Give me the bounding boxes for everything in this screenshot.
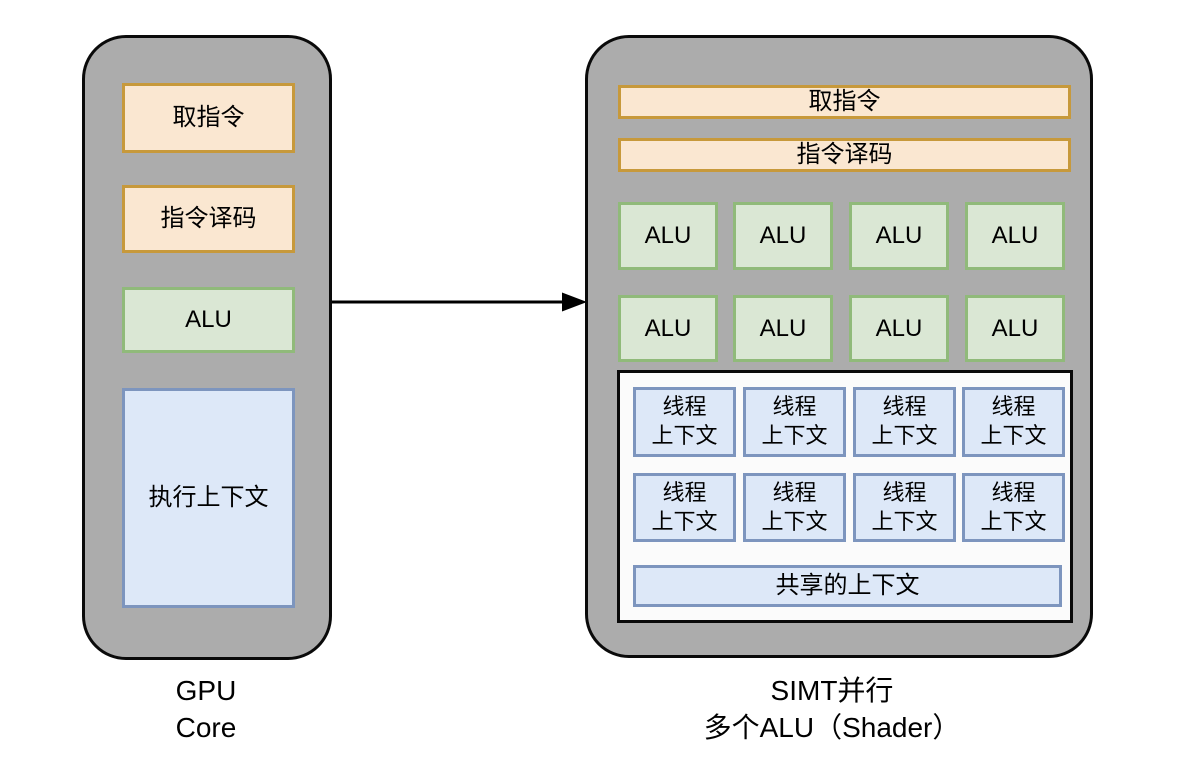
- thread-context-line2: 上下文: [871, 423, 938, 448]
- thread-context-line2: 上下文: [980, 508, 1047, 534]
- simt-context-container: 线程 上下文 线程 上下文 线程 上下文 线程 上下文 线程 上下文 线程 上下…: [617, 370, 1073, 623]
- simt-alu-label: ALU: [759, 314, 807, 342]
- gpu-core-panel: 取指令 指令译码 ALU 执行上下文: [82, 35, 332, 660]
- simt-caption-line1: SIMT并行: [770, 675, 894, 706]
- simt-fetch-box: 取指令: [618, 85, 1071, 119]
- gpu-core-exec-context-label: 执行上下文: [148, 484, 269, 511]
- simt-caption: SIMT并行 多个ALU（Shader）: [622, 672, 1042, 746]
- thread-context-line1: 线程: [882, 479, 927, 505]
- thread-context-line2: 上下文: [651, 508, 718, 534]
- simt-alu-label: ALU: [644, 222, 692, 249]
- simt-alu-box-6: ALU: [733, 295, 833, 362]
- simt-alu-label: ALU: [759, 222, 807, 249]
- thread-context-line1: 线程: [772, 479, 817, 505]
- gpu-core-caption-line2: Core: [175, 712, 237, 743]
- thread-context-box-6: 线程 上下文: [743, 473, 846, 542]
- gpu-core-fetch-label: 取指令: [172, 104, 245, 131]
- simt-alu-box-7: ALU: [849, 295, 949, 362]
- thread-context-box-2: 线程 上下文: [743, 387, 846, 457]
- thread-context-line1: 线程: [882, 394, 927, 420]
- simt-alu-label: ALU: [875, 222, 923, 249]
- simt-fetch-label: 取指令: [808, 88, 881, 115]
- thread-context-box-1: 线程 上下文: [633, 387, 736, 457]
- simt-decode-box: 指令译码: [618, 138, 1071, 172]
- thread-context-line2: 上下文: [871, 508, 938, 534]
- thread-context-box-5: 线程 上下文: [633, 473, 736, 542]
- thread-context-line1: 线程: [772, 394, 817, 420]
- thread-context-line2: 上下文: [761, 423, 828, 448]
- gpu-core-caption-line1: GPU: [175, 675, 237, 706]
- thread-context-box-4: 线程 上下文: [962, 387, 1065, 457]
- thread-context-line1: 线程: [662, 479, 707, 505]
- gpu-core-decode-box: 指令译码: [122, 185, 295, 253]
- thread-context-box-8: 线程 上下文: [962, 473, 1065, 542]
- arrow-right-icon: [332, 292, 587, 312]
- thread-context-box-7: 线程 上下文: [853, 473, 956, 542]
- gpu-core-fetch-box: 取指令: [122, 83, 295, 153]
- simt-alu-box-4: ALU: [965, 202, 1065, 270]
- simt-alu-box-8: ALU: [965, 295, 1065, 362]
- thread-context-line2: 上下文: [651, 423, 718, 448]
- thread-context-line1: 线程: [662, 394, 707, 420]
- simt-alu-box-2: ALU: [733, 202, 833, 270]
- shared-context-label: 共享的上下文: [775, 572, 920, 599]
- simt-alu-box-5: ALU: [618, 295, 718, 362]
- thread-context-box-3: 线程 上下文: [853, 387, 956, 457]
- simt-alu-label: ALU: [875, 314, 923, 342]
- simt-panel: 取指令 指令译码 ALU ALU ALU ALU ALU ALU ALU ALU: [585, 35, 1093, 658]
- gpu-core-caption: GPU Core: [106, 672, 306, 746]
- gpu-core-alu-box: ALU: [122, 287, 295, 353]
- simt-caption-line2: 多个ALU（Shader）: [703, 712, 961, 743]
- simt-decode-label: 指令译码: [796, 141, 893, 168]
- gpu-core-exec-context-box: 执行上下文: [122, 388, 295, 608]
- thread-context-line1: 线程: [991, 479, 1036, 505]
- simt-alu-label: ALU: [644, 314, 692, 342]
- thread-context-line1: 线程: [991, 394, 1036, 420]
- simt-alu-label: ALU: [991, 222, 1039, 249]
- simt-alu-label: ALU: [991, 314, 1039, 342]
- simt-alu-box-1: ALU: [618, 202, 718, 270]
- shared-context-box: 共享的上下文: [633, 565, 1062, 607]
- gpu-core-decode-label: 指令译码: [160, 205, 257, 232]
- gpu-core-alu-label: ALU: [185, 306, 232, 333]
- thread-context-line2: 上下文: [761, 508, 828, 534]
- thread-context-line2: 上下文: [980, 423, 1047, 448]
- simt-alu-box-3: ALU: [849, 202, 949, 270]
